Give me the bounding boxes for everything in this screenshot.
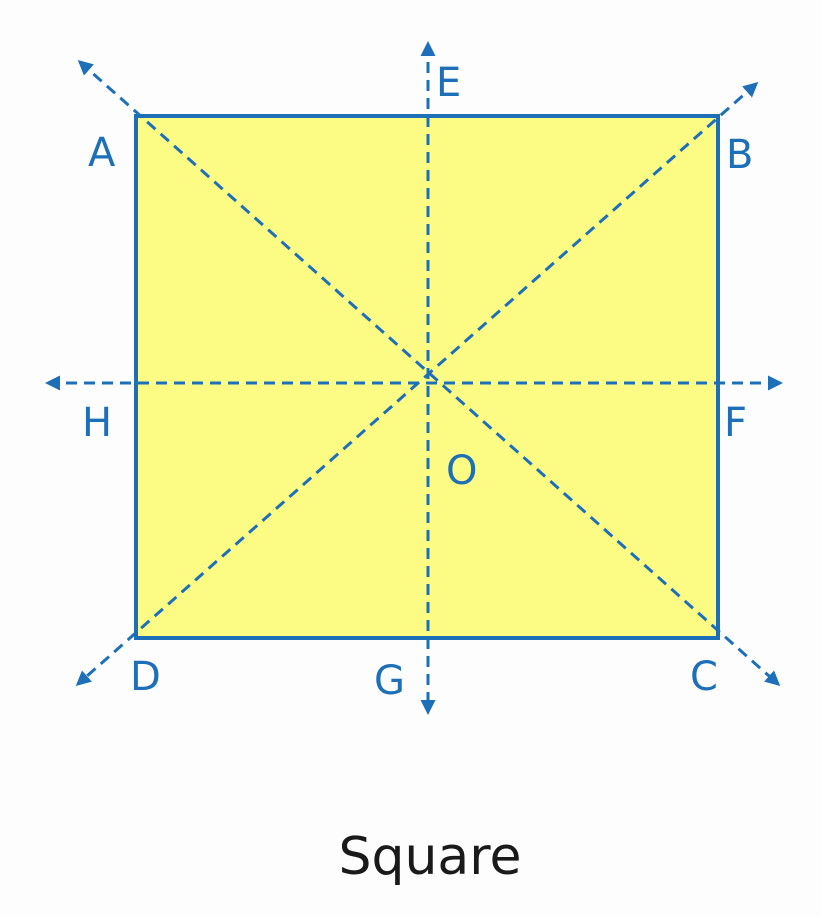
vertex-label-b: B — [726, 132, 753, 178]
midpoint-label-e: E — [436, 60, 461, 106]
vertex-label-a: A — [88, 130, 116, 176]
symmetry-line-diagonal-bd — [75, 82, 759, 686]
midpoint-label-h: H — [82, 400, 112, 446]
midpoint-label-g: G — [374, 658, 405, 704]
vertex-label-c: C — [690, 654, 718, 700]
vertex-label-d: D — [130, 654, 161, 700]
diagram-caption: Square — [338, 827, 521, 887]
midpoint-label-f: F — [724, 400, 747, 446]
center-label-o: O — [446, 448, 477, 494]
